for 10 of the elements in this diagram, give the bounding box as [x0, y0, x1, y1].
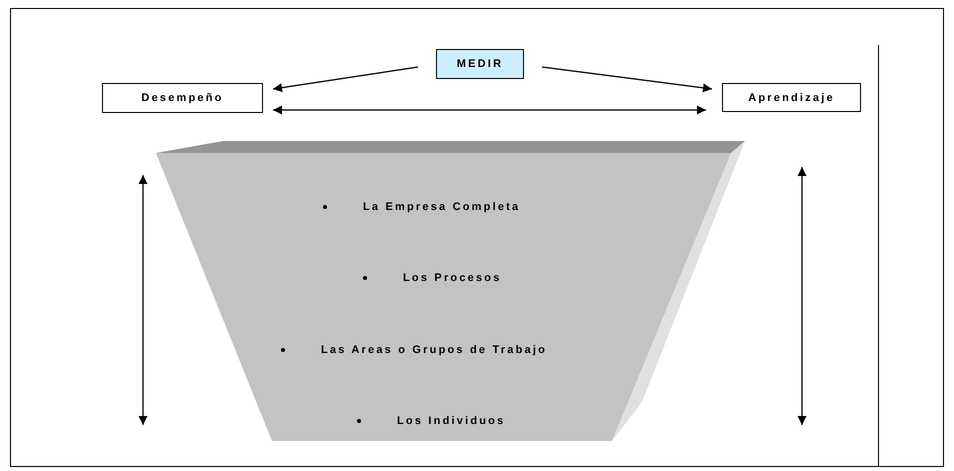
arrow [273, 106, 706, 114]
label-box: Aprendizaje [722, 83, 861, 112]
list-item-text: La Empresa Completa [363, 201, 520, 213]
list-item-text: Los Procesos [403, 272, 502, 284]
arrow [272, 66, 418, 92]
list-item-text: Los Individuos [397, 415, 506, 427]
list-item-text: Las Areas o Grupos de Trabajo [321, 344, 547, 356]
label-box: MEDIR [436, 49, 524, 79]
arrow [542, 66, 712, 92]
label-box: Desempeño [102, 83, 263, 113]
